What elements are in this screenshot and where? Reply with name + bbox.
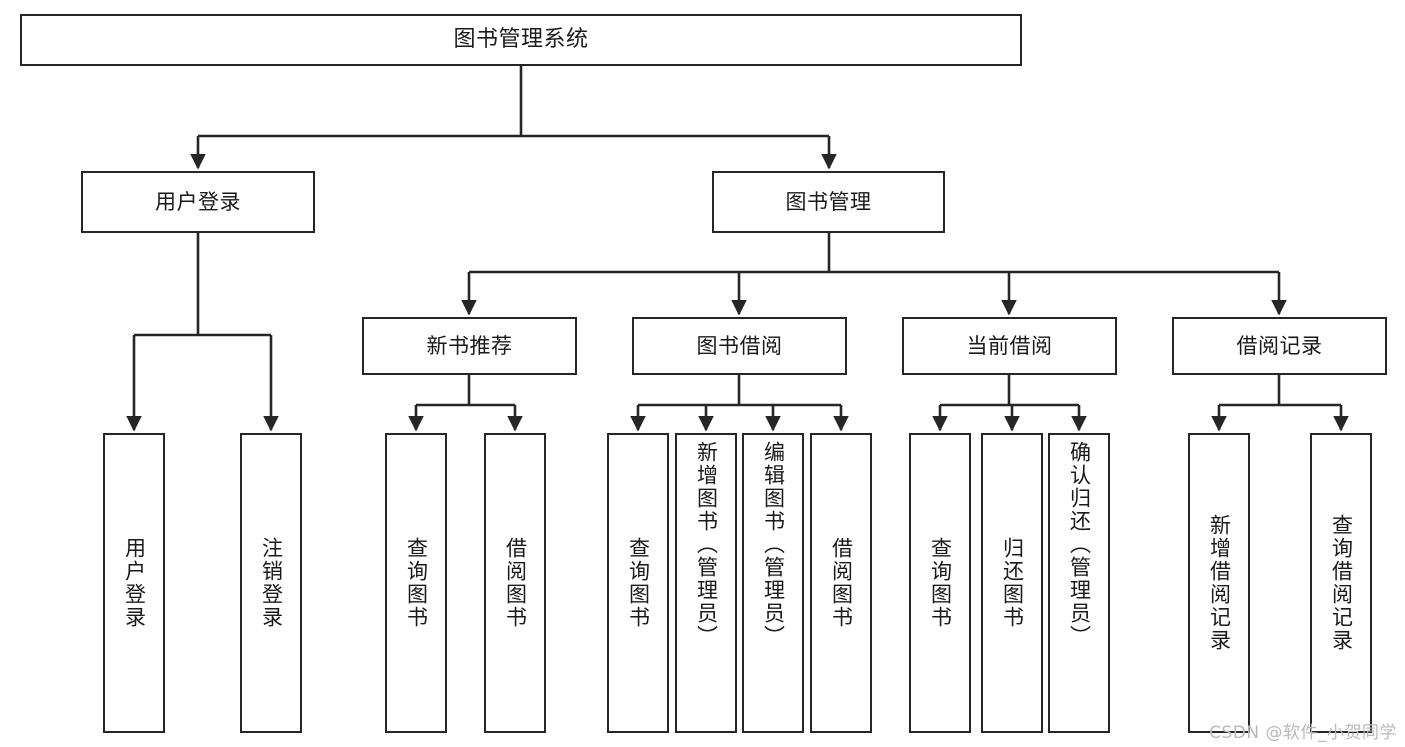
node-new-book-rec[interactable]: 新书推荐 [362, 317, 577, 375]
node-leaf-logout[interactable]: 注销登录 [240, 433, 302, 733]
node-leaf-return-book-label: 归还图书 [1000, 537, 1025, 629]
node-leaf-confirm-return-label: 确认归还（管理员） [1067, 441, 1092, 648]
node-leaf-query-book-cur[interactable]: 查询图书 [909, 433, 971, 733]
node-book-manage-label: 图书管理 [785, 189, 872, 214]
node-leaf-user-login-label: 用户登录 [122, 537, 147, 629]
node-user-login-label: 用户登录 [155, 189, 241, 214]
node-leaf-query-book-rec-label: 查询图书 [404, 537, 429, 629]
node-borrow-record-label: 借阅记录 [1236, 333, 1323, 358]
node-leaf-user-login[interactable]: 用户登录 [103, 433, 165, 733]
node-leaf-return-book[interactable]: 归还图书 [981, 433, 1043, 733]
node-leaf-query-book-rec[interactable]: 查询图书 [385, 433, 447, 733]
node-new-book-rec-label: 新书推荐 [426, 333, 513, 358]
node-leaf-query-book-borrow-label: 查询图书 [626, 537, 651, 629]
node-leaf-query-record[interactable]: 查询借阅记录 [1310, 433, 1372, 733]
node-leaf-logout-label: 注销登录 [259, 537, 284, 629]
csdn-watermark: CSDN @软件_小贺同学 [1209, 723, 1397, 743]
node-book-borrow[interactable]: 图书借阅 [632, 317, 847, 375]
node-borrow-record[interactable]: 借阅记录 [1172, 317, 1387, 375]
node-leaf-borrow-book[interactable]: 借阅图书 [810, 433, 872, 733]
node-leaf-add-record[interactable]: 新增借阅记录 [1188, 433, 1250, 733]
node-leaf-add-record-label: 新增借阅记录 [1207, 514, 1232, 652]
node-book-manage[interactable]: 图书管理 [712, 171, 945, 233]
node-book-borrow-label: 图书借阅 [696, 333, 783, 358]
node-user-login[interactable]: 用户登录 [81, 171, 315, 233]
node-leaf-query-record-label: 查询借阅记录 [1329, 514, 1354, 652]
node-leaf-borrow-book-label: 借阅图书 [829, 537, 854, 629]
node-leaf-query-book-borrow[interactable]: 查询图书 [607, 433, 669, 733]
node-leaf-add-book[interactable]: 新增图书（管理员） [675, 433, 737, 733]
node-leaf-edit-book-label: 编辑图书（管理员） [761, 441, 786, 648]
node-leaf-confirm-return[interactable]: 确认归还（管理员） [1048, 433, 1110, 733]
node-current-borrow-label: 当前借阅 [966, 333, 1053, 358]
node-root-label: 图书管理系统 [453, 27, 589, 53]
node-leaf-borrow-book-rec[interactable]: 借阅图书 [484, 433, 546, 733]
node-leaf-edit-book[interactable]: 编辑图书（管理员） [742, 433, 804, 733]
node-leaf-query-book-cur-label: 查询图书 [928, 537, 953, 629]
node-leaf-add-book-label: 新增图书（管理员） [694, 441, 719, 648]
node-root[interactable]: 图书管理系统 [20, 14, 1022, 66]
node-current-borrow[interactable]: 当前借阅 [902, 317, 1117, 375]
node-leaf-borrow-book-rec-label: 借阅图书 [503, 537, 528, 629]
